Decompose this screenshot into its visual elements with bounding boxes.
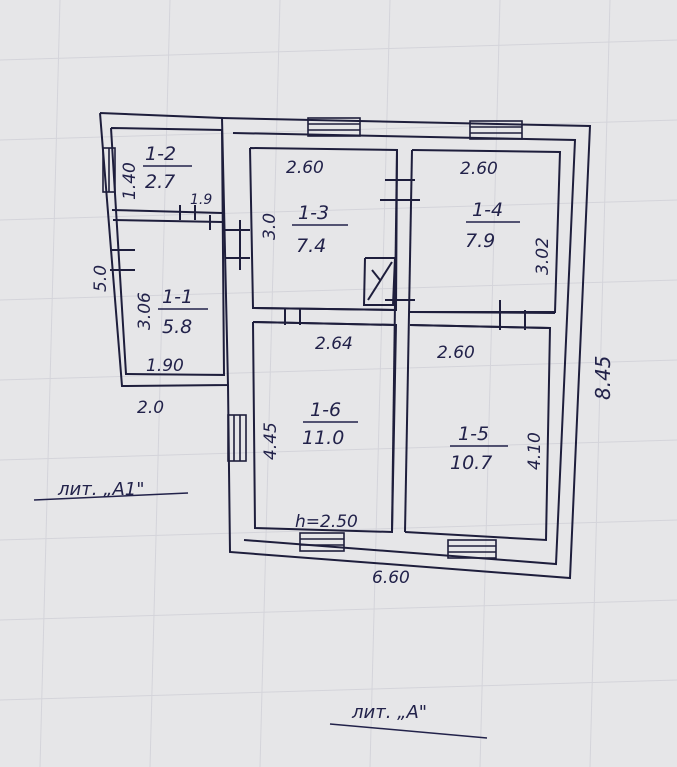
dim-room-1-4-width: 2.60	[460, 159, 498, 179]
dim-annex-width: 2.0	[137, 398, 164, 418]
room-labels: 1-2 2.7 1-1 5.8 1-3 7.4 1-4 7.9 1-6 11.0…	[143, 143, 520, 474]
dim-room-1-5-height: 4.10	[525, 432, 545, 470]
room-1-2-area: 2.7	[145, 171, 175, 193]
building-annotations: лит. „А1" лит. „А"	[33, 479, 488, 739]
dim-room-1-3-width: 2.60	[286, 158, 324, 178]
dim-ceiling-height: h=2.50	[295, 512, 358, 532]
room-1-5-label: 1-5	[458, 423, 489, 445]
annex-label: лит. „А1"	[57, 479, 145, 500]
room-1-5-area: 10.7	[450, 452, 492, 474]
dim-main-height: 8.45	[591, 355, 615, 400]
dim-room-1-6-width: 2.64	[315, 334, 353, 354]
dim-room-1-1-width: 1.90	[146, 356, 184, 376]
dim-room-1-6-height: 4.45	[261, 422, 281, 460]
room-1-3-label: 1-3	[298, 202, 329, 224]
dim-main-width: 6.60	[372, 568, 410, 588]
windows	[102, 117, 523, 559]
dim-room-1-2-width: 1.9	[190, 192, 212, 208]
dim-annex-height: 5.0	[91, 265, 111, 292]
room-1-4-label: 1-4	[472, 199, 503, 221]
dim-room-1-4-height: 3.02	[533, 237, 553, 275]
room-1-2-label: 1-2	[145, 143, 176, 165]
dimension-labels: 1.40 1.9 5.0 3.06 1.90 2.0 2.60 3.0 2.60…	[91, 158, 615, 588]
room-1-6-area: 11.0	[302, 427, 344, 449]
room-1-1-area: 5.8	[162, 316, 192, 338]
room-1-6-label: 1-6	[310, 399, 341, 421]
dim-room-1-5-width: 2.60	[437, 343, 475, 363]
dim-room-1-2-height: 1.40	[120, 162, 140, 200]
walls	[99, 112, 592, 580]
dim-room-1-3-height: 3.0	[260, 213, 280, 240]
main-label: лит. „А"	[351, 702, 427, 723]
dim-room-1-1-height: 3.06	[135, 292, 155, 330]
room-1-4-area: 7.9	[465, 230, 495, 252]
room-1-1-label: 1-1	[162, 286, 193, 308]
room-1-3-area: 7.4	[296, 235, 326, 257]
